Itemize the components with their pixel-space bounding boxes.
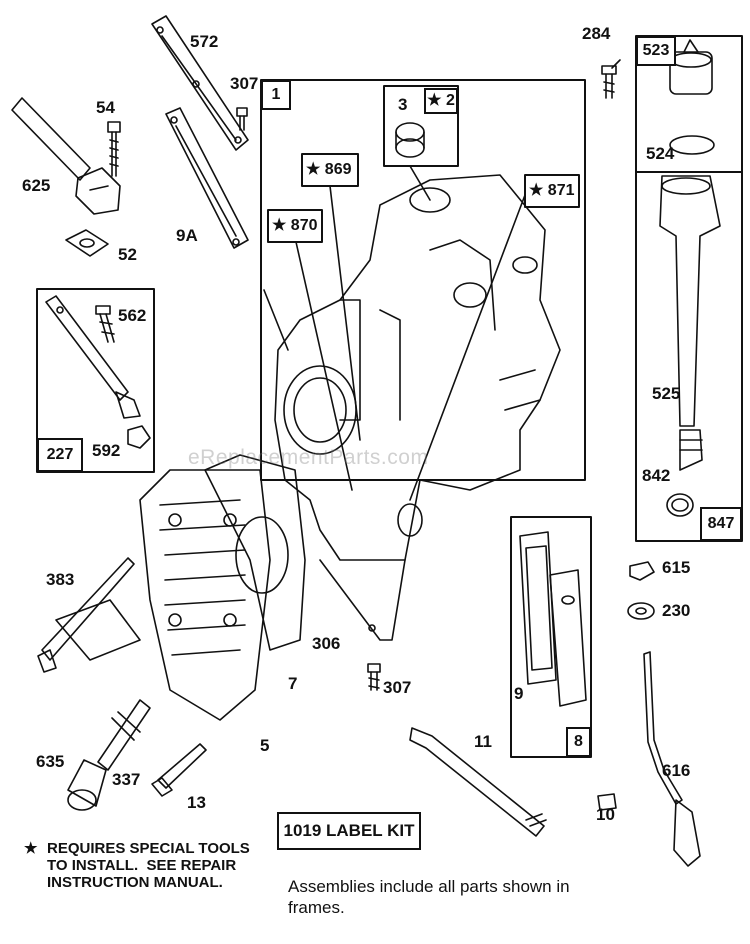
bolt-307-top [236,107,248,131]
frame-sensor-kit [383,85,459,167]
dipstick-cap-523 [669,39,713,95]
dipstick-616 [643,651,701,867]
assemblies-note: Assemblies include all parts shown in fr… [288,877,570,917]
tube-11 [409,727,547,837]
label-1: 1 [261,80,291,110]
label-616: 616 [662,761,691,780]
label-869: ★ 869 [306,161,352,178]
label-227: 227 [37,438,83,472]
label-kit-box: 1019 LABEL KIT [277,812,421,850]
frame-870 [267,209,323,243]
label-524: 524 [646,144,675,163]
watermark: eReplacementParts.com [188,446,429,469]
bolt-307-bottom [367,663,381,691]
label-8: 8 [566,727,591,757]
label-572: 572 [190,32,219,51]
gasket-9a [165,107,249,249]
gasket-52 [65,229,109,257]
star-icon: ★ [24,840,38,857]
label-5: 5 [260,736,270,755]
label-615: 615 [662,558,691,577]
cylinder-head-5 [139,469,271,721]
link-562 [95,305,115,343]
label-307-bottom: 307 [383,678,412,697]
special-tools-text: REQUIRES SPECIAL TOOLS TO INSTALL. SEE R… [47,840,250,891]
oring-847 [666,493,694,517]
seal-524 [669,135,715,155]
label-11: 11 [474,732,492,751]
nut-592 [127,425,151,449]
label-52: 52 [118,245,137,264]
label-13: 13 [187,793,206,812]
bolt-54 [107,121,121,177]
tube-383 [37,557,141,673]
label-10: 10 [596,805,615,824]
washer-230 [627,602,655,620]
frame-breather [510,516,592,758]
label-871: ★ 871 [529,182,575,199]
frame-871 [524,174,580,208]
engine-block [274,174,561,641]
label-54: 54 [96,98,115,117]
label-307-top: 307 [230,74,259,93]
label-847: 847 [700,507,742,541]
label-842: 842 [642,466,671,485]
gasket-572 [151,15,249,151]
frame-dipstick-tube [635,35,743,542]
label-230: 230 [662,601,691,620]
seal-3 [395,122,425,158]
frame-governor [36,288,155,473]
label-625: 625 [22,176,51,195]
breather-gasket-9 [519,531,557,685]
label-592: 592 [92,441,121,460]
label-284: 284 [582,24,611,43]
breather-cover-8 [549,569,587,707]
label-383: 383 [46,570,75,589]
label-525: 525 [652,384,681,403]
label-306: 306 [312,634,341,653]
label-870: ★ 870 [272,217,318,234]
bolt-13 [151,743,207,797]
label-3: 3 [398,95,408,114]
label-562: 562 [118,306,147,325]
label-7: 7 [288,674,298,693]
label-635: 635 [36,752,65,771]
tube-625 [11,97,121,215]
bolt-284 [601,65,617,99]
label-523: 523 [636,36,676,66]
label-9: 9 [514,684,524,703]
spark-plug-337 [97,699,151,771]
governor-lever [45,295,141,419]
boot-635 [67,759,107,811]
label-2: ★ 2 [424,88,458,114]
head-gasket-7 [204,454,306,651]
dipstick-tube-525 [659,175,721,471]
plug-10 [597,793,617,811]
nut-615 [629,561,655,581]
frame-engine-block [260,79,586,481]
label-9a: 9A [176,226,198,245]
label-337: 337 [112,770,141,789]
